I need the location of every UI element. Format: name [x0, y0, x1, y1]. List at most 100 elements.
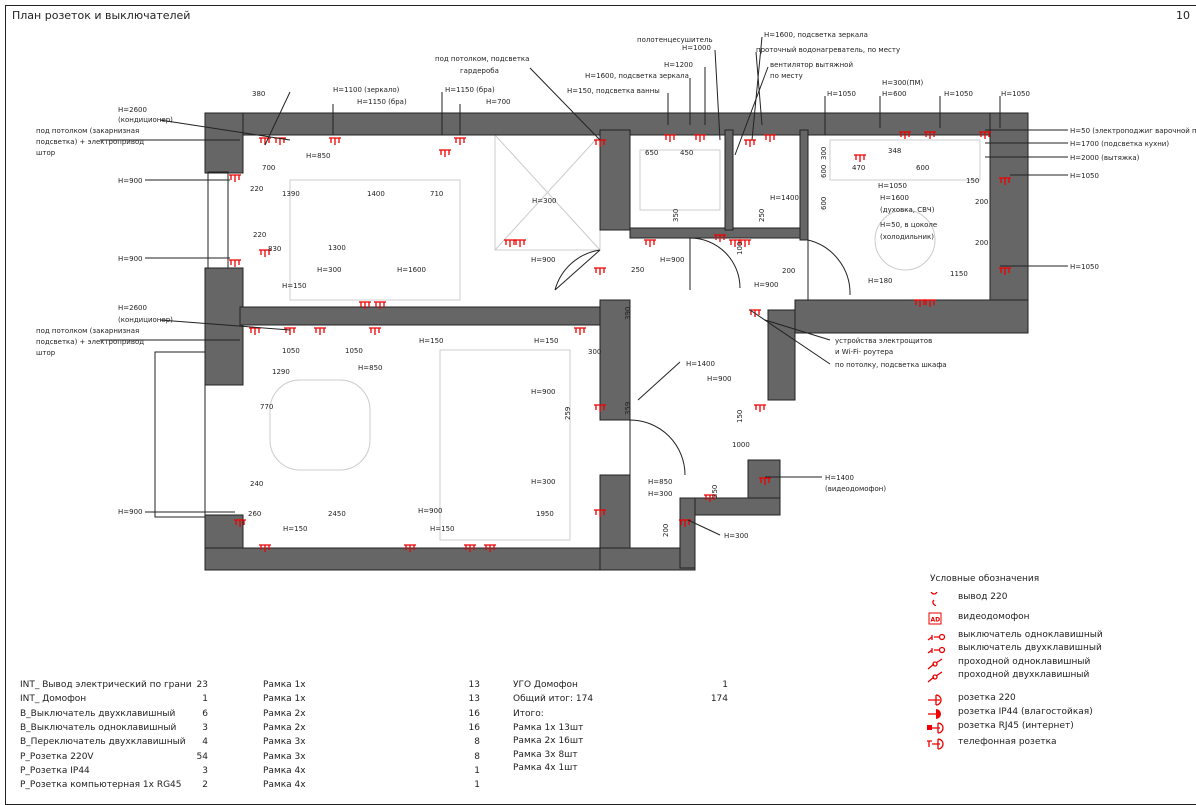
spec-item-count: 6 [202, 708, 208, 719]
socket-symbol-icon [249, 327, 261, 335]
annotation-label: H=900 [531, 388, 556, 396]
doors [554, 237, 851, 476]
socket-symbol-icon [454, 137, 466, 145]
annotation-label: по потолку, подсветка шкафа [835, 361, 947, 369]
annotation-label: 650 [645, 149, 658, 157]
socket-symbol-icon [404, 544, 416, 552]
socket-symbol-icon [914, 299, 926, 307]
annotation-label: H=2600 [118, 304, 147, 312]
annotation-label: 348 [888, 147, 901, 155]
frame-item-name: Рамка 1x [263, 694, 306, 705]
socket-symbol-icon [374, 301, 386, 309]
annotation-label: H=1000 [682, 44, 711, 52]
summary-item-count: 174 [710, 694, 728, 705]
annotation-label: H=300 [531, 478, 556, 486]
annotation-label: 600 [820, 165, 828, 178]
spec-item-name: P_Розетка 220V [20, 751, 94, 762]
annotation-label: 1300 [328, 244, 346, 252]
leader-line [755, 51, 763, 126]
annotation-label: 1390 [282, 190, 300, 198]
annotation-label: H=1050 [944, 90, 973, 98]
frame-item-name: Рамка 3x [263, 751, 306, 762]
annotation-label: H=1150 (бра) [445, 86, 495, 94]
leader-line [637, 361, 681, 401]
spec-item-count: 23 [196, 680, 208, 690]
walls [154, 112, 1029, 571]
video-intercom-icon: AD [926, 611, 952, 625]
annotation-label: H=1050 [1001, 90, 1030, 98]
annotation-label: 770 [260, 403, 273, 411]
annotation-label: вентилятор вытяжной [770, 61, 853, 69]
annotation-label: H=850 [648, 478, 673, 486]
annotation-label: проточный водонагреватель, по месту [756, 46, 900, 54]
annotation-label: 300 [820, 147, 828, 160]
annotation-label: 250 [758, 209, 766, 222]
spec-item-name: P_Розетка компьютерная 1x RG45 [20, 780, 182, 791]
socket-symbol-icon [854, 154, 866, 162]
spec-item-count: 3 [202, 765, 208, 776]
socket-symbol-icon [999, 177, 1011, 185]
annotation-label: 380 [252, 90, 265, 98]
annotation-label: H=600 [882, 90, 907, 98]
annotation-label: H=850 [306, 152, 331, 160]
socket-symbol-icon [749, 309, 761, 317]
double-switch-icon [926, 642, 952, 656]
socket-symbol-icon [924, 299, 936, 307]
socket-symbol-icon [484, 544, 496, 552]
annotation-label: H=1050 [878, 182, 907, 190]
spec-item-name: B_Выключатель одноклавишный [20, 722, 177, 733]
annotation-label: H=1050 [827, 90, 856, 98]
annotation-label: 710 [430, 190, 443, 198]
annotation-label: под потолком (закарнизная [36, 327, 139, 335]
annotation-label: H=1200 [664, 61, 693, 69]
annotation-label: полотенцесушитель [637, 36, 713, 44]
annotation-label: H=850 [358, 364, 383, 372]
leader-lines [100, 36, 1068, 536]
frame-item-count: 13 [468, 680, 480, 690]
socket-220-icon [926, 692, 952, 706]
annotation-label: H=1600 [880, 194, 909, 202]
annotation-label: 359 [624, 402, 632, 415]
spec-item-name: INT_ Домофон [20, 694, 87, 705]
legend-label: телефонная розетка [958, 737, 1057, 747]
totals-title: Итого: [513, 709, 544, 719]
spec-item-count: 3 [202, 722, 208, 733]
annotation-label: 200 [975, 198, 988, 206]
annotation-label: H=2600 [118, 106, 147, 114]
socket-symbol-icon [979, 131, 991, 139]
socket-symbol-icon [714, 234, 726, 242]
spec-item-count: 1 [202, 694, 208, 705]
frame-item-count: 16 [468, 722, 480, 733]
annotation-label: H=1400 [770, 194, 799, 202]
annotation-label: H=1600 [397, 266, 426, 274]
socket-symbol-icon [284, 327, 296, 335]
socket-symbol-icon [369, 327, 381, 335]
annotation-label: устройства электрощитов [835, 337, 932, 345]
summary-item-name: Общий итог: 174 [513, 694, 594, 705]
annotation-label: (видеодомофон) [825, 485, 886, 493]
annotation-label: H=1400 [825, 474, 854, 482]
legend-label: выключатель одноклавишный [958, 630, 1103, 640]
socket-symbol-icon [694, 134, 706, 142]
annotation-label: 150 [966, 177, 979, 185]
summary-item-name: УГО Домофон [513, 680, 578, 690]
outlet-output-icon [926, 587, 952, 607]
annotation-label: H=900 [531, 256, 556, 264]
socket-rj45-icon [926, 720, 952, 734]
socket-symbol-icon [739, 239, 751, 247]
leader-line [764, 319, 831, 341]
annotation-label: штор [36, 149, 56, 157]
socket-symbol-icon [594, 509, 606, 517]
legend-label: розетка IP44 (влагостойкая) [958, 707, 1093, 717]
socket-symbol-icon [764, 134, 776, 142]
annotation-label: H=150, подсветка ванны [567, 87, 660, 95]
annotation-label: (холодильник) [880, 233, 934, 241]
annotation-label: 1000 [732, 441, 750, 449]
annotation-label: H=700 [486, 98, 511, 106]
annotation-label: H=50, в цоколе [880, 221, 937, 229]
annotation-label: 220 [250, 185, 263, 193]
annotation-label: (духовка, СВЧ) [880, 206, 935, 214]
annotation-label: 300 [588, 348, 601, 356]
totals-item: Рамка 2x 16шт [513, 736, 584, 747]
